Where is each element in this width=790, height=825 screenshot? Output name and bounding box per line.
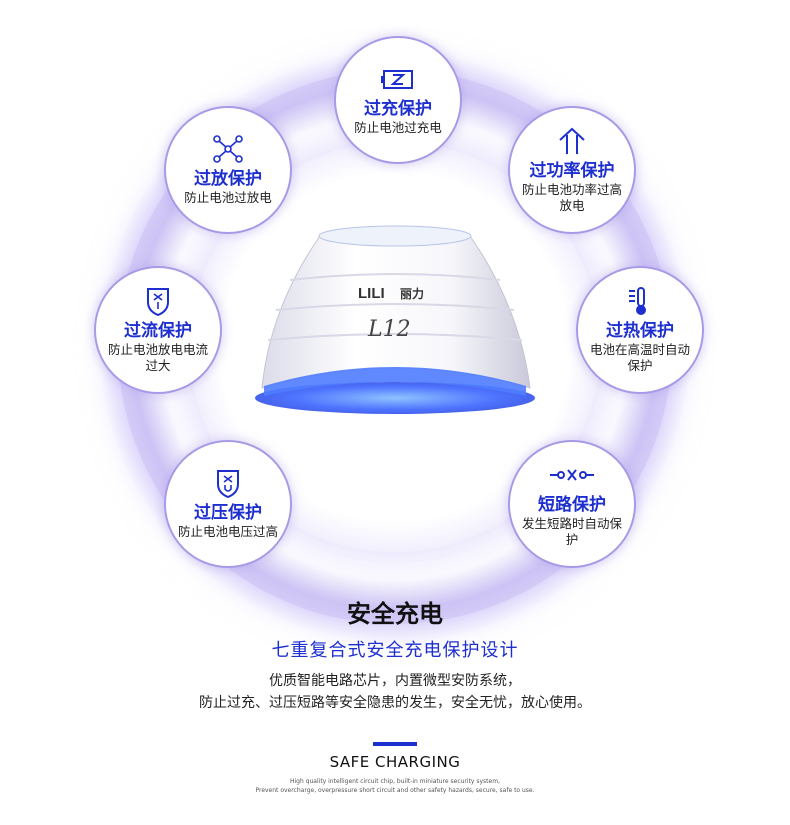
charger-device-illustration: LILI 丽力 L12 <box>255 225 535 414</box>
voltage-shield-icon <box>217 470 239 498</box>
discharge-network-icon <box>213 135 243 163</box>
short-circuit-icon <box>550 469 594 481</box>
battery-charge-icon <box>381 70 413 89</box>
main-title: 安全充电 <box>347 600 443 628</box>
badge-desc: 防止电池放电电流过大 <box>108 342 209 373</box>
badge-desc: 防止电池电压过高 <box>178 524 279 539</box>
badge-overcurrent: 过流保护 防止电池放电电流过大 <box>94 266 222 394</box>
badge-desc: 防止电池过充电 <box>354 120 442 135</box>
current-shield-icon <box>147 288 169 316</box>
thermometer-icon <box>629 287 646 315</box>
badge-title: 过压保护 <box>194 503 262 523</box>
badge-desc: 电池在高温时自动保护 <box>590 342 691 373</box>
device-brand-cn-text: 丽力 <box>400 286 424 301</box>
badge-title: 过热保护 <box>606 321 674 341</box>
badge-desc: 防止电池功率过高放电 <box>522 182 623 213</box>
badge-overheat: 过热保护 电池在高温时自动保护 <box>576 266 704 394</box>
badge-short-circuit: 短路保护 发生短路时自动保护 <box>508 440 636 568</box>
badge-overcharge: 过充保护 防止电池过充电 <box>334 36 462 164</box>
sub-title: 七重复合式安全充电保护设计 <box>271 640 519 661</box>
body-line-2: 防止过充、过压短路等安全隐患的发生，安全无忧，放心使用。 <box>199 695 591 711</box>
badge-title: 过充保护 <box>364 99 432 119</box>
badge-title: 过放保护 <box>194 169 262 189</box>
body-line-1: 优质智能电路芯片，内置微型安防系统， <box>269 673 521 689</box>
badge-title: 过流保护 <box>124 321 192 341</box>
badge-title: 短路保护 <box>538 495 606 515</box>
device-brand-text: LILI <box>358 285 385 302</box>
device-model-text: L12 <box>367 317 411 342</box>
english-title: SAFE CHARGING <box>329 753 461 771</box>
power-up-arrow-icon <box>559 127 585 154</box>
badge-desc: 防止电池过放电 <box>184 190 272 205</box>
badge-overvoltage: 过压保护 防止电池电压过高 <box>164 440 292 568</box>
badge-title: 过功率保护 <box>529 161 615 181</box>
english-line-2: Prevent overcharge, overpressure short c… <box>255 787 535 794</box>
badge-overpower: 过功率保护 防止电池功率过高放电 <box>508 106 636 234</box>
english-line-1: High quality intelligent circuit chip, b… <box>290 778 500 785</box>
title-divider <box>373 742 417 746</box>
badge-desc: 发生短路时自动保护 <box>522 516 623 547</box>
badge-overdischarge: 过放保护 防止电池过放电 <box>164 106 292 234</box>
